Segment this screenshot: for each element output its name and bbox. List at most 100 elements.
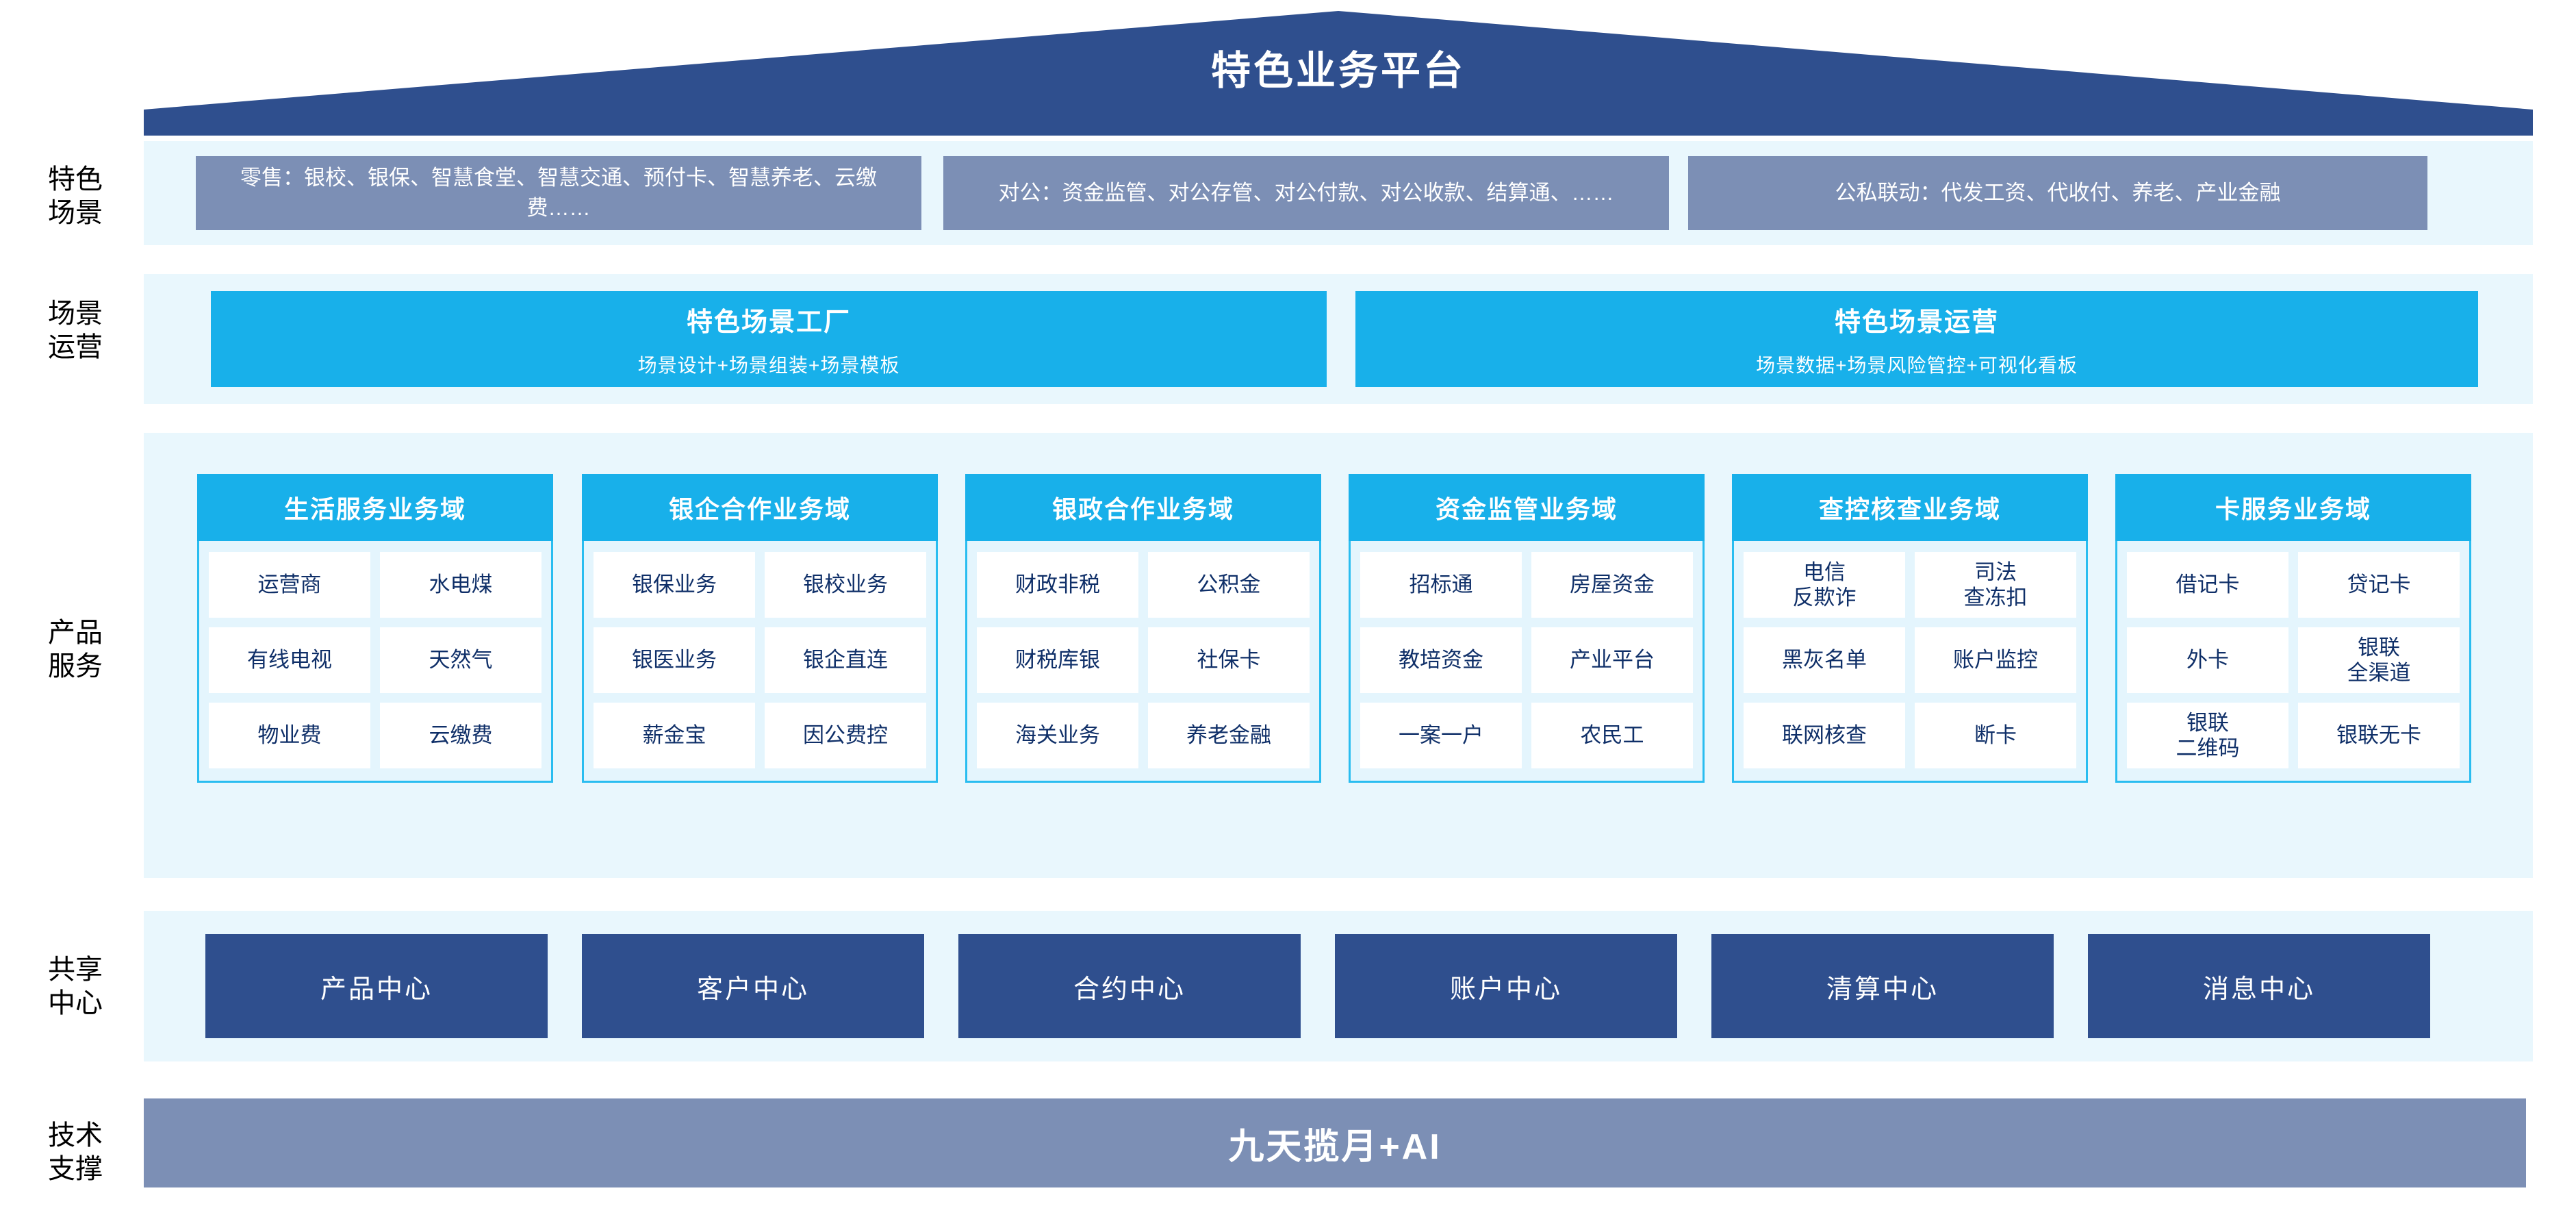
ops-card-subtitle: 场景设计+场景组装+场景模板: [637, 354, 900, 376]
product-cell[interactable]: 水电煤: [380, 552, 541, 618]
product-card-row: 海关业务 养老金融: [977, 703, 1310, 768]
operations-row-panel: 特色场景工厂 场景设计+场景组装+场景模板 特色场景运营 场景数据+场景风险管控…: [144, 274, 2533, 404]
shared-center-contract[interactable]: 合约中心: [958, 934, 1301, 1038]
shared-center-account[interactable]: 账户中心: [1335, 934, 1677, 1038]
product-card-body: 电信 反欺诈 司法 查冻扣 黑灰名单 账户监控 联网核查 断卡: [1732, 541, 2088, 783]
roof-triangle-shape: [144, 11, 2533, 136]
scenario-box-linkage[interactable]: 公私联动：代发工资、代收付、养老、产业金融: [1688, 156, 2427, 230]
product-cell[interactable]: 产业平台: [1531, 627, 1693, 693]
product-cell[interactable]: 云缴费: [380, 703, 541, 768]
tech-support-bar[interactable]: 九天揽月+AI: [144, 1098, 2526, 1187]
row-label-scene: 特色 场景: [48, 164, 103, 228]
product-cell[interactable]: 天然气: [380, 627, 541, 693]
tech-support-title: 九天揽月+AI: [1228, 1127, 1442, 1167]
product-cell[interactable]: 因公费控: [765, 703, 926, 768]
product-cell[interactable]: 银校业务: [765, 552, 926, 618]
ops-card-scene-operation[interactable]: 特色场景运营 场景数据+场景风险管控+可视化看板: [1355, 291, 2478, 387]
product-card-title: 银政合作业务域: [965, 474, 1321, 541]
product-card-body: 借记卡 贷记卡 外卡 银联 全渠道 银联 二维码 银联无卡: [2115, 541, 2471, 783]
product-card-row: 联网核查 断卡: [1744, 703, 2076, 768]
product-card-title: 查控核查业务域: [1732, 474, 2088, 541]
product-cell[interactable]: 银企直连: [765, 627, 926, 693]
product-cell[interactable]: 银联 全渠道: [2298, 627, 2460, 693]
product-cell[interactable]: 银联无卡: [2298, 703, 2460, 768]
product-cell[interactable]: 断卡: [1915, 703, 2076, 768]
product-card-row: 一案一户 农民工: [1360, 703, 1693, 768]
product-card-bank-government[interactable]: 银政合作业务域 财政非税 公积金 财税库银 社保卡 海关业务 养老金融: [965, 474, 1321, 783]
product-card-card-service[interactable]: 卡服务业务域 借记卡 贷记卡 外卡 银联 全渠道 银联 二维码 银联无卡: [2115, 474, 2471, 783]
product-card-row: 运营商 水电煤: [209, 552, 541, 618]
scenario-box-retail[interactable]: 零售：银校、银保、智慧食堂、智慧交通、预付卡、智慧养老、云缴费……: [196, 156, 921, 230]
product-cell[interactable]: 外卡: [2127, 627, 2288, 693]
ops-card-subtitle: 场景数据+场景风险管控+可视化看板: [1756, 354, 2078, 376]
product-cell[interactable]: 海关业务: [977, 703, 1138, 768]
product-cell[interactable]: 借记卡: [2127, 552, 2288, 618]
product-cell[interactable]: 有线电视: [209, 627, 370, 693]
product-card-row: 银保业务 银校业务: [594, 552, 926, 618]
product-cell[interactable]: 物业费: [209, 703, 370, 768]
row-label-shared: 共享 中心: [48, 955, 103, 1018]
product-cell[interactable]: 房屋资金: [1531, 552, 1693, 618]
product-cell[interactable]: 银联 二维码: [2127, 703, 2288, 768]
product-card-title: 生活服务业务域: [197, 474, 553, 541]
product-card-row: 有线电视 天然气: [209, 627, 541, 693]
product-card-title: 资金监管业务域: [1349, 474, 1705, 541]
scenario-box-corporate[interactable]: 对公：资金监管、对公存管、对公付款、对公收款、结算通、……: [943, 156, 1669, 230]
ops-card-title: 特色场景运营: [1834, 307, 1999, 337]
product-cell[interactable]: 农民工: [1531, 703, 1693, 768]
product-cell[interactable]: 一案一户: [1360, 703, 1522, 768]
product-card-row: 财政非税 公积金: [977, 552, 1310, 618]
product-card-body: 银保业务 银校业务 银医业务 银企直连 薪金宝 因公费控: [582, 541, 938, 783]
product-card-investigation-control[interactable]: 查控核查业务域 电信 反欺诈 司法 查冻扣 黑灰名单 账户监控 联网核查 断卡: [1732, 474, 2088, 783]
row-label-tech: 技术 支撑: [48, 1120, 103, 1184]
product-card-title: 银企合作业务域: [582, 474, 938, 541]
product-card-title: 卡服务业务域: [2115, 474, 2471, 541]
product-card-row: 银联 二维码 银联无卡: [2127, 703, 2460, 768]
scene-row-panel: 零售：银校、银保、智慧食堂、智慧交通、预付卡、智慧养老、云缴费…… 对公：资金监…: [144, 141, 2533, 245]
ops-card-scene-factory[interactable]: 特色场景工厂 场景设计+场景组装+场景模板: [211, 291, 1327, 387]
product-cell[interactable]: 电信 反欺诈: [1744, 552, 1905, 618]
row-label-operations: 场景 运营: [48, 299, 103, 362]
product-row-panel: 生活服务业务域 运营商 水电煤 有线电视 天然气 物业费 云缴费 银企合作业务域: [144, 433, 2533, 878]
product-card-bank-enterprise[interactable]: 银企合作业务域 银保业务 银校业务 银医业务 银企直连 薪金宝 因公费控: [582, 474, 938, 783]
shared-center-row-panel: 产品中心 客户中心 合约中心 账户中心 清算中心 消息中心: [144, 911, 2533, 1061]
page-title: 特色业务平台: [1210, 49, 1466, 93]
row-label-product: 产品 服务: [48, 618, 103, 681]
product-cell[interactable]: 联网核查: [1744, 703, 1905, 768]
ops-card-title: 特色场景工厂: [686, 307, 851, 337]
product-cell[interactable]: 社保卡: [1148, 627, 1310, 693]
product-cell[interactable]: 财政非税: [977, 552, 1138, 618]
product-cell[interactable]: 公积金: [1148, 552, 1310, 618]
product-cell[interactable]: 银医业务: [594, 627, 755, 693]
product-card-body: 招标通 房屋资金 教培资金 产业平台 一案一户 农民工: [1349, 541, 1705, 783]
product-card-row: 银医业务 银企直连: [594, 627, 926, 693]
product-cell[interactable]: 养老金融: [1148, 703, 1310, 768]
product-cell[interactable]: 银保业务: [594, 552, 755, 618]
product-card-row: 外卡 银联 全渠道: [2127, 627, 2460, 693]
product-card-life-service[interactable]: 生活服务业务域 运营商 水电煤 有线电视 天然气 物业费 云缴费: [197, 474, 553, 783]
shared-center-message[interactable]: 消息中心: [2088, 934, 2430, 1038]
product-card-body: 财政非税 公积金 财税库银 社保卡 海关业务 养老金融: [965, 541, 1321, 783]
product-card-row: 招标通 房屋资金: [1360, 552, 1693, 618]
product-cell[interactable]: 薪金宝: [594, 703, 755, 768]
product-cell[interactable]: 运营商: [209, 552, 370, 618]
product-cell[interactable]: 贷记卡: [2298, 552, 2460, 618]
product-card-row: 教培资金 产业平台: [1360, 627, 1693, 693]
product-cell[interactable]: 财税库银: [977, 627, 1138, 693]
product-cell[interactable]: 教培资金: [1360, 627, 1522, 693]
product-cell[interactable]: 黑灰名单: [1744, 627, 1905, 693]
product-card-fund-supervision[interactable]: 资金监管业务域 招标通 房屋资金 教培资金 产业平台 一案一户 农民工: [1349, 474, 1705, 783]
product-card-row: 薪金宝 因公费控: [594, 703, 926, 768]
product-cell[interactable]: 司法 查冻扣: [1915, 552, 2076, 618]
product-card-row: 电信 反欺诈 司法 查冻扣: [1744, 552, 2076, 618]
product-card-body: 运营商 水电煤 有线电视 天然气 物业费 云缴费: [197, 541, 553, 783]
shared-center-customer[interactable]: 客户中心: [582, 934, 924, 1038]
product-card-row: 黑灰名单 账户监控: [1744, 627, 2076, 693]
shared-center-clearing[interactable]: 清算中心: [1711, 934, 2054, 1038]
shared-center-product[interactable]: 产品中心: [205, 934, 548, 1038]
product-card-row: 财税库银 社保卡: [977, 627, 1310, 693]
product-cell[interactable]: 账户监控: [1915, 627, 2076, 693]
product-cell[interactable]: 招标通: [1360, 552, 1522, 618]
platform-roof: 特色业务平台: [144, 5, 2533, 136]
